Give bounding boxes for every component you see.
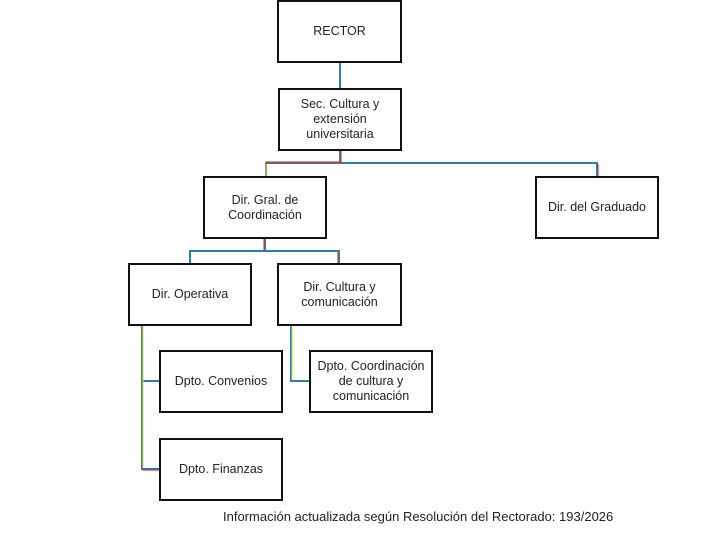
connector-dirgral-cultura <box>265 250 340 263</box>
node-label: Dpto. Convenios <box>174 374 268 388</box>
connector-dirgral-operativa <box>189 238 266 263</box>
node-label: Dpto. Finanzas <box>178 462 264 476</box>
node-label: Dir. Cultura y comunicación <box>301 279 378 309</box>
node-rector: RECTOR <box>277 0 402 63</box>
node-dpto-coordinacion: Dpto. Coordinación de cultura y comunica… <box>309 350 433 413</box>
node-label: Dir. del Graduado <box>548 200 646 214</box>
node-label: Dir. Operativa <box>151 287 229 301</box>
connector-sec-graduado <box>340 162 598 176</box>
node-dir-cultura: Dir. Cultura y comunicación <box>277 263 402 326</box>
node-dir-graduado: Dir. del Graduado <box>535 176 659 239</box>
connector-operativa-convenios <box>141 325 159 382</box>
connector-sec-dirgral <box>265 150 341 176</box>
node-dpto-finanzas: Dpto. Finanzas <box>159 438 283 501</box>
footer-note: Información actualizada según Resolución… <box>223 509 614 524</box>
node-dir-gral-coordinacion: Dir. Gral. de Coordinación <box>203 176 327 239</box>
connector-operativa-finanzas <box>141 381 159 470</box>
connector-cultura-coordinacion <box>290 325 309 382</box>
node-label: Sec. Cultura y extensión universitaria <box>300 97 380 141</box>
node-label: Dpto. Coordinación de cultura y comunica… <box>317 359 425 403</box>
node-dpto-convenios: Dpto. Convenios <box>159 350 283 413</box>
node-label: Dir. Gral. de Coordinación <box>228 192 302 222</box>
node-sec-cultura: Sec. Cultura y extensión universitaria <box>278 88 402 151</box>
node-dir-operativa: Dir. Operativa <box>128 263 252 326</box>
node-label: RECTOR <box>313 24 366 38</box>
